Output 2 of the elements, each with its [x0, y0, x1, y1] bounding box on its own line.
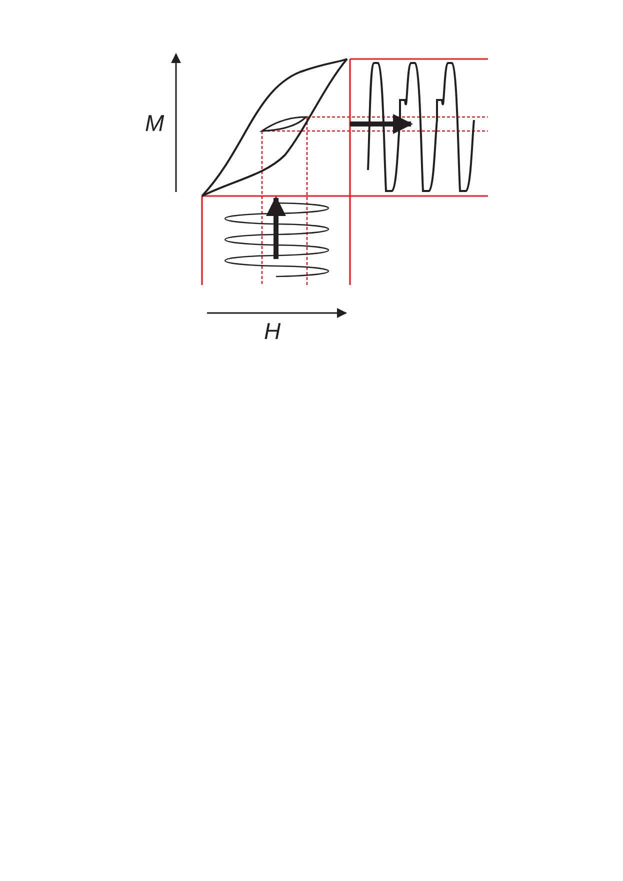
axis-label: M: [145, 112, 164, 135]
axis-label: H: [264, 320, 281, 343]
